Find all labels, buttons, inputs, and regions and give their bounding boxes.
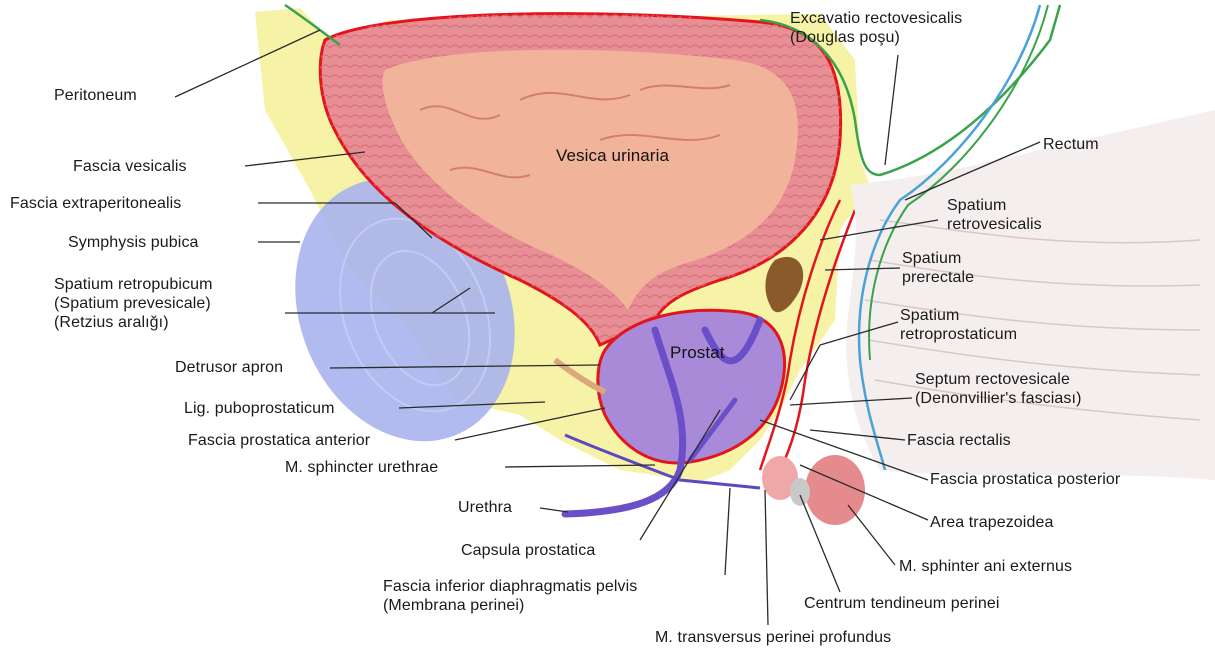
label-spatium-retroprostaticum: Spatium retroprostaticum [900, 306, 1017, 344]
label-capsula-prostatica: Capsula prostatica [461, 541, 595, 560]
label-symphysis-pubica: Symphysis pubica [68, 233, 199, 252]
label-spatium-retrovesicalis: Spatium retrovesicalis [947, 196, 1042, 234]
label-peritoneum: Peritoneum [54, 86, 137, 105]
label-fascia-vesicalis: Fascia vesicalis [73, 157, 187, 176]
label-excavatio-rectovesicalis: Excavatio rectovesicalis (Douglas poşu) [790, 9, 962, 47]
label-lig-puboprostaticum: Lig. puboprostaticum [184, 399, 335, 418]
label-area-trapezoidea: Area trapezoidea [930, 513, 1053, 532]
label-fascia-prostatica-anterior: Fascia prostatica anterior [188, 431, 370, 450]
label-m-sphincter-urethrae: M. sphincter urethrae [285, 458, 438, 477]
label-m-sphinter-ani: M. sphinter ani externus [899, 557, 1072, 576]
rectum-wall [846, 110, 1215, 480]
label-spatium-prerectale: Spatium prerectale [902, 249, 974, 287]
label-fascia-prostatica-posterior: Fascia prostatica posterior [930, 470, 1120, 489]
label-spatium-retropubicum: Spatium retropubicum (Spatium prevesical… [54, 275, 213, 332]
label-m-transversus-perinei: M. transversus perinei profundus [655, 628, 891, 647]
label-septum-rectovesicale: Septum rectovesicale (Denonvillier's fas… [915, 370, 1082, 408]
label-centrum-tendineum: Centrum tendineum perinei [804, 594, 1000, 613]
label-prostat: Prostat [670, 343, 725, 362]
label-rectum: Rectum [1043, 135, 1099, 154]
label-fascia-rectalis: Fascia rectalis [907, 431, 1011, 450]
label-fascia-extraperitonealis: Fascia extraperitonealis [10, 194, 181, 213]
label-fascia-inferior-diaphragmatis: Fascia inferior diaphragmatis pelvis (Me… [383, 577, 637, 615]
label-urethra: Urethra [458, 498, 512, 517]
label-detrusor-apron: Detrusor apron [175, 358, 283, 377]
label-vesica-urinaria: Vesica urinaria [556, 146, 669, 165]
